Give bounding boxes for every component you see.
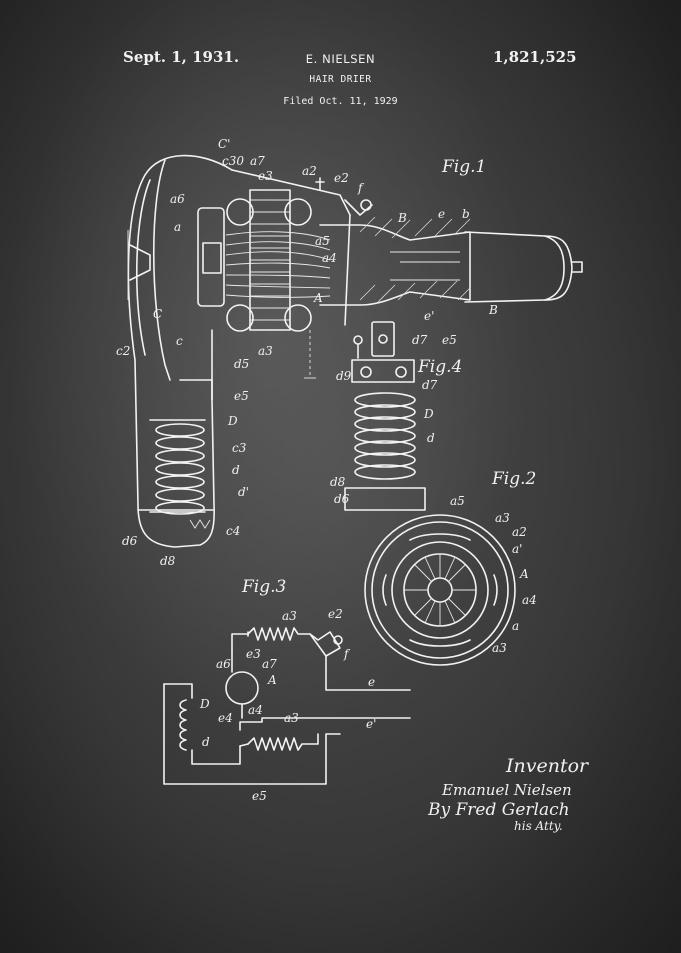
label-d5: d5 (234, 357, 249, 371)
label-B2: B (488, 303, 498, 317)
label-ec: e (368, 675, 375, 689)
figure-titles: Fig.1 Fig.4 Fig.2 Fig.3 (241, 157, 536, 597)
label-c: c (176, 334, 183, 348)
label-a6: a6 (170, 192, 185, 206)
label-a6b: a6 (216, 657, 231, 671)
figure-4-drawing (344, 321, 426, 511)
label-D2: D (423, 407, 434, 421)
label-Ab: A (519, 567, 529, 581)
label-e5b: e5 (442, 333, 457, 347)
inventor-name-header: E. NIELSEN (305, 52, 376, 66)
label-d6: d6 (122, 534, 138, 548)
label-c30: c30 (222, 154, 244, 168)
inventor-label: Inventor (505, 755, 590, 777)
label-a: a (174, 220, 181, 234)
label-e5: e5 (234, 389, 249, 403)
label-f: f (357, 181, 365, 195)
label-e3b: e3 (246, 647, 261, 661)
label-C: C (153, 307, 162, 321)
label-Ac: A (267, 673, 277, 687)
label-a7b: a7 (262, 657, 277, 671)
label-d7: d7 (412, 333, 428, 347)
label-e4: e4 (218, 711, 233, 725)
signature-block: Inventor Emanuel Nielsen By Fred Gerlach… (427, 755, 590, 833)
label-c3: c3 (232, 441, 247, 455)
label-c4: c4 (226, 524, 240, 538)
label-d: d (232, 463, 240, 477)
label-e3: e3 (258, 169, 273, 183)
attorney-label: his Atty. (514, 819, 563, 833)
label-a7: a7 (250, 154, 265, 168)
label-a2b: a2 (512, 525, 527, 539)
label-d2: d (427, 431, 435, 445)
label-A: A (313, 291, 323, 305)
label-a4b: a4 (522, 593, 537, 607)
figure-2-drawing (364, 514, 516, 666)
label-ab: a (512, 619, 519, 633)
patent-title: HAIR DRIER (309, 74, 372, 85)
label-e2: e2 (334, 171, 349, 185)
label-a3: a3 (258, 344, 273, 358)
label-a2: a2 (302, 164, 317, 178)
label-d9: d9 (336, 369, 352, 383)
label-a5: a5 (315, 234, 330, 248)
label-a1: a' (512, 542, 522, 556)
label-B: B (397, 211, 407, 225)
label-e5c: e5 (252, 789, 267, 803)
label-dc: d (202, 735, 210, 749)
patent-date: Sept. 1, 1931. (123, 48, 240, 66)
label-a3e: a3 (284, 711, 299, 725)
label-d6b: d6 (334, 492, 350, 506)
figure-3-circuit (163, 627, 411, 785)
label-d7b: d7 (422, 378, 438, 392)
label-D: D (227, 414, 238, 428)
inventor-signature: Emanuel Nielsen (441, 781, 572, 799)
label-a4: a4 (322, 251, 337, 265)
attorney-signature: By Fred Gerlach (427, 800, 570, 820)
label-a3c: a3 (492, 641, 507, 655)
label-a3b: a3 (495, 511, 510, 525)
label-e2b: e2 (328, 607, 343, 621)
figure-4-title: Fig.4 (417, 357, 462, 377)
label-a5b: a5 (450, 494, 465, 508)
filed-date: Filed Oct. 11, 1929 (283, 96, 398, 107)
label-e1b: e' (366, 717, 376, 731)
label-e: e (438, 207, 445, 221)
label-c1: C' (218, 137, 230, 151)
patent-number: 1,821,525 (493, 48, 577, 66)
figure-3-title: Fig.3 (241, 577, 286, 597)
label-a3d: a3 (282, 609, 297, 623)
label-d8b: d8 (330, 475, 346, 489)
label-d1: d' (238, 485, 249, 499)
figure-1-title: Fig.1 (441, 157, 486, 177)
label-c2: c2 (116, 344, 130, 358)
drawing-labels: C' c30 a7 e3 a2 e2 f B e b a6 a a5 a4 A … (116, 137, 537, 803)
label-b: b (462, 207, 470, 221)
label-d8: d8 (160, 554, 176, 568)
label-Dc: D (199, 697, 210, 711)
label-fb: f (343, 647, 351, 661)
label-e1: e' (424, 309, 434, 323)
figure-1-drawing (127, 154, 583, 548)
figure-2-title: Fig.2 (491, 469, 536, 489)
label-a4c: a4 (248, 703, 263, 717)
